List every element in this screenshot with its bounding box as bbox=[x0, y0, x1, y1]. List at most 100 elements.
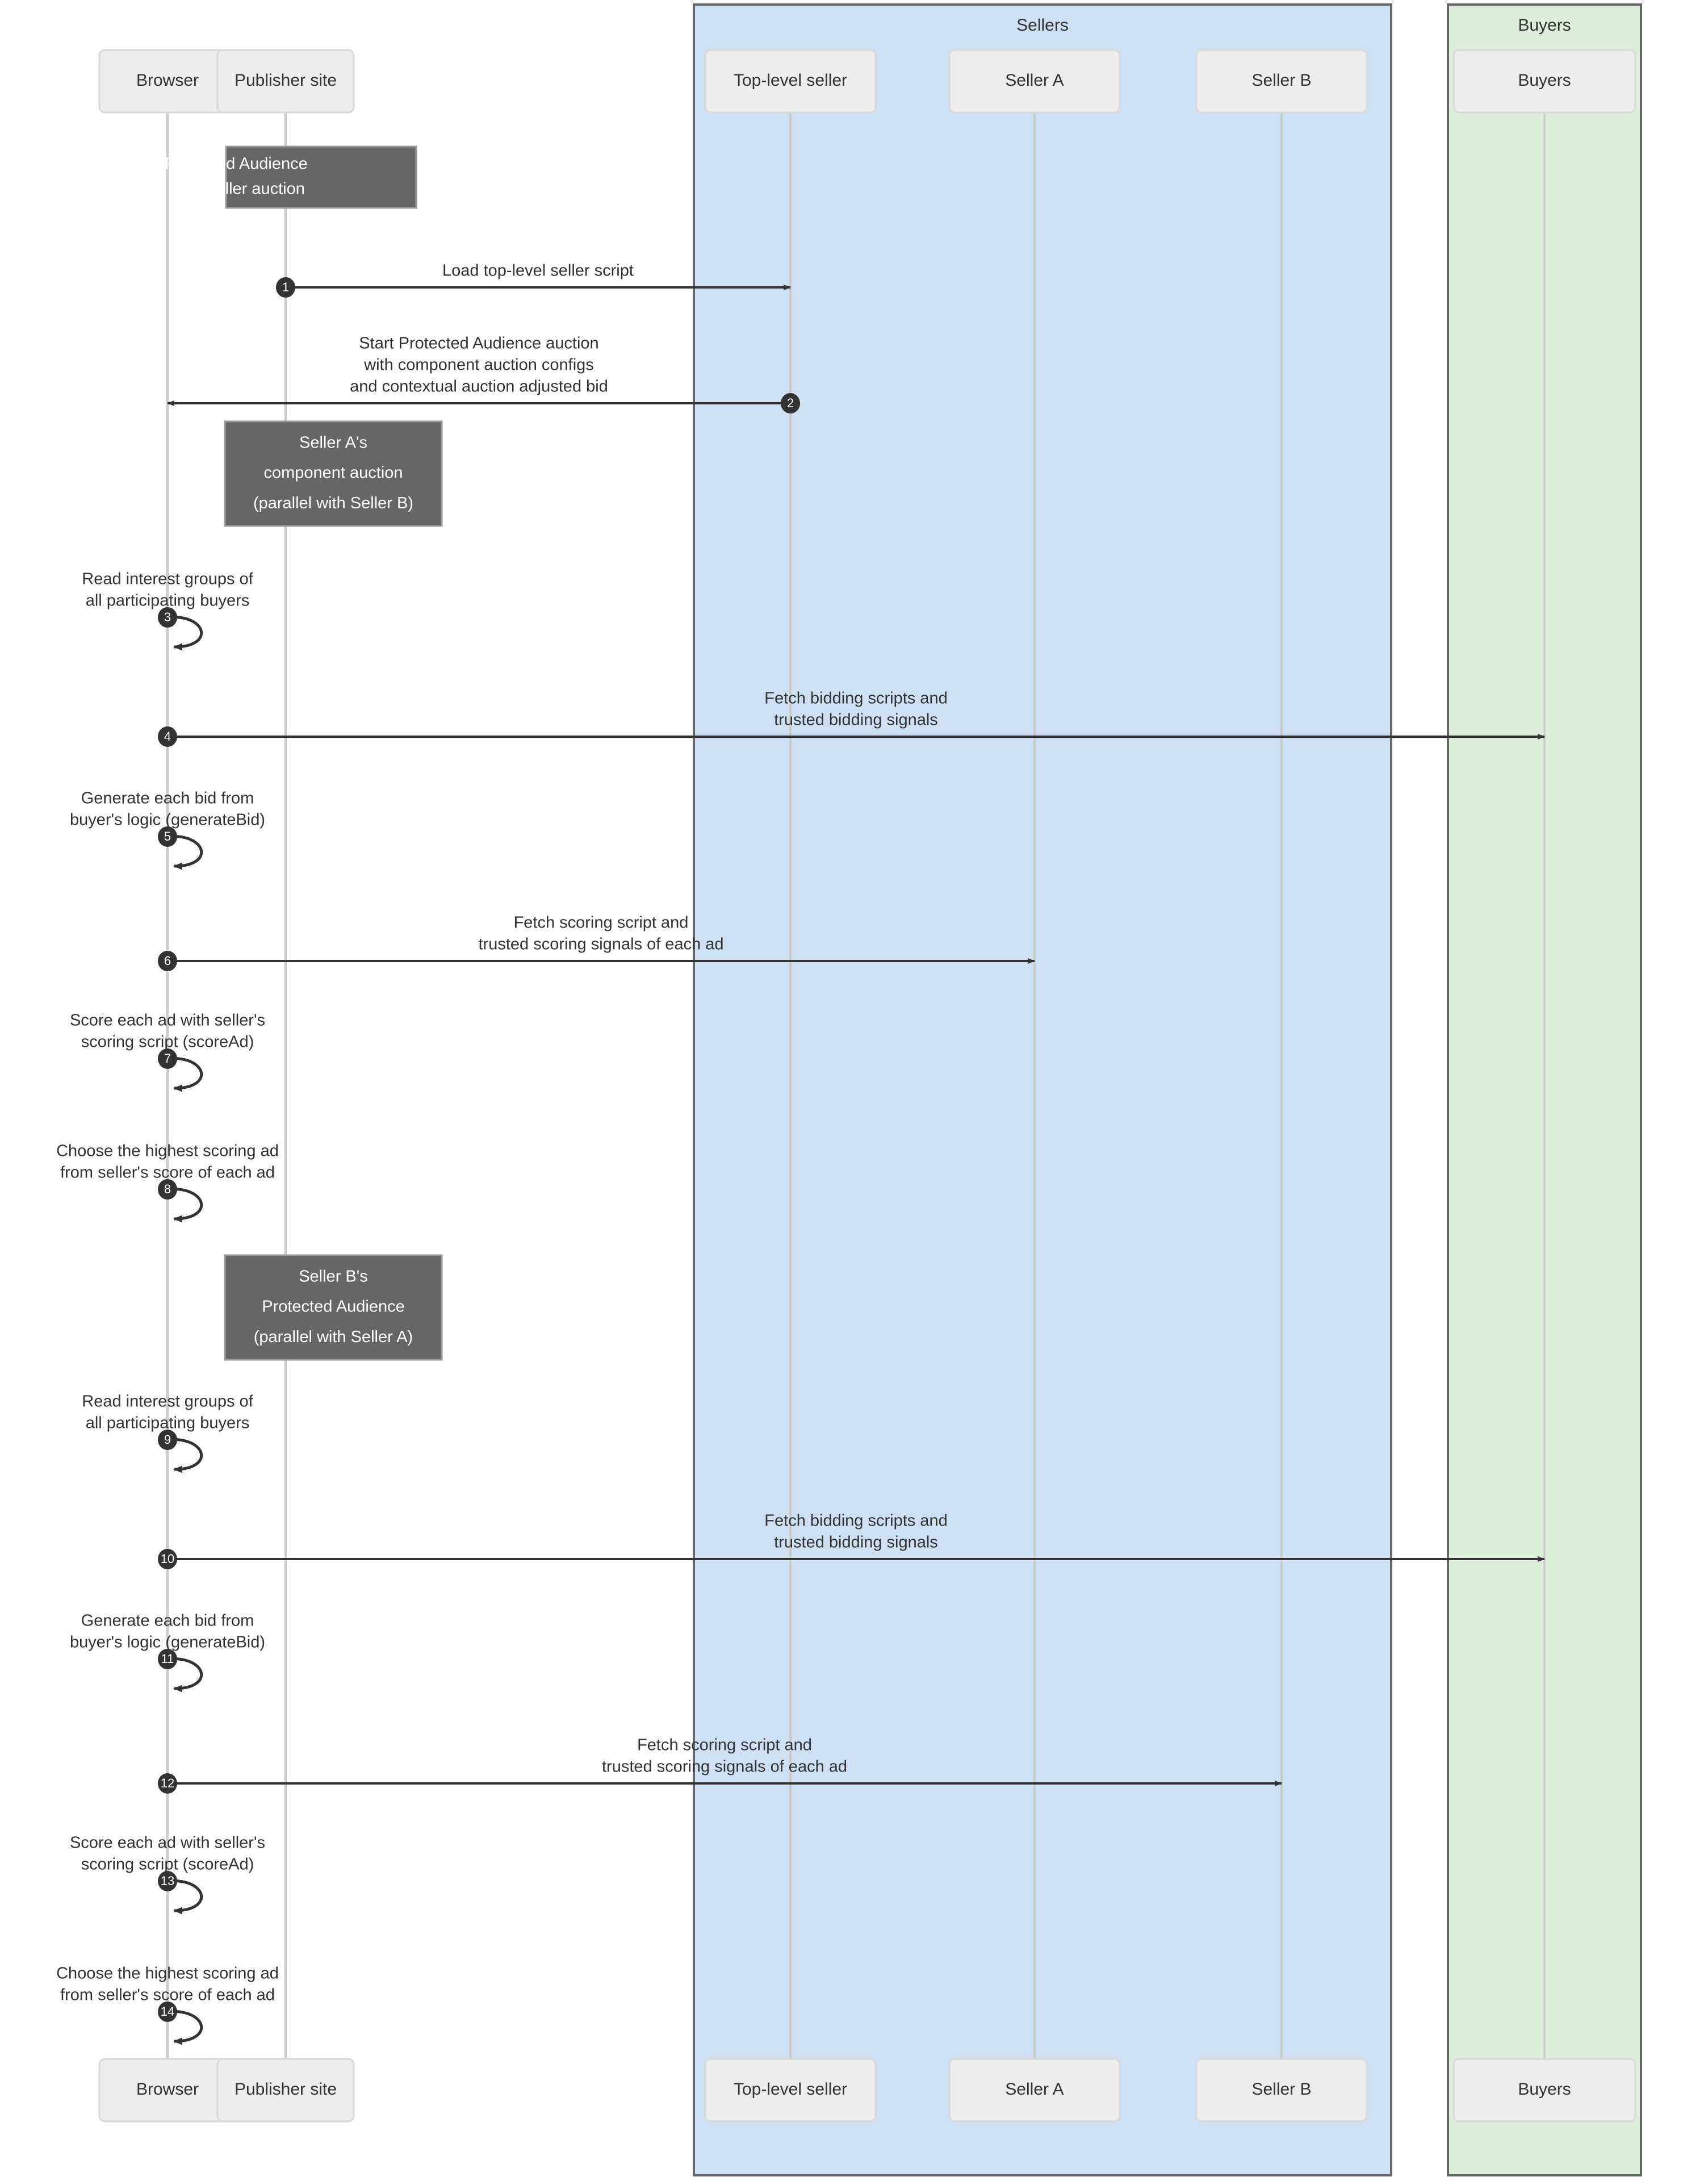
actor-box-toplevel[interactable] bbox=[704, 2058, 877, 2122]
sequence-number-11: 11 bbox=[161, 1652, 174, 1666]
message-7: Score each ad with seller's scoring scrip… bbox=[70, 1012, 265, 1092]
actor-headers: Browser Publisher site Top-level seller Sel… bbox=[98, 49, 1636, 114]
actor-box-buyers[interactable] bbox=[1452, 49, 1636, 114]
message-label-11: buyer's logic (generateBid) bbox=[70, 1633, 265, 1652]
actor-box-sellerb[interactable] bbox=[1195, 2058, 1368, 2122]
actor-label-toplevel: Top-level seller bbox=[734, 71, 847, 90]
message-13: Score each ad with seller's scoring scrip… bbox=[70, 1834, 265, 1915]
actor-header-browser[interactable]: Browser bbox=[98, 49, 237, 114]
message-label-2: with component auction configs bbox=[363, 356, 594, 374]
actor-box-publisher[interactable] bbox=[216, 49, 355, 114]
actor-footer-buyers[interactable]: Buyers bbox=[1452, 2058, 1636, 2122]
message-label-13: Score each ad with seller's bbox=[70, 1834, 265, 1852]
actor-box-sellera[interactable] bbox=[948, 2058, 1121, 2122]
actor-header-toplevel[interactable]: Top-level seller bbox=[704, 49, 877, 114]
self-message-loop-9 bbox=[167, 1438, 203, 1473]
sequence-badge-3 bbox=[158, 607, 177, 628]
sequence-number-5: 5 bbox=[164, 829, 171, 843]
message-9: Read interest groups of all participating… bbox=[82, 1393, 254, 1473]
actor-group-label-buyers: Buyers bbox=[1518, 16, 1571, 35]
actor-header-sellera[interactable]: Seller A bbox=[948, 49, 1121, 114]
note-seller-a-component-auction-line: component auction bbox=[263, 464, 403, 482]
message-label-7: scoring script (scoreAd) bbox=[81, 1033, 254, 1051]
note-seller-a-component-auction-line: Seller A's bbox=[299, 433, 367, 452]
self-message-loop-13 bbox=[167, 1879, 203, 1915]
actor-label-browser: Browser bbox=[136, 2080, 199, 2099]
sequence-badge-12 bbox=[158, 1773, 177, 1794]
note-seller-b-protected-audience-line: (parallel with Seller A) bbox=[254, 1328, 413, 1346]
sequence-badge-1 bbox=[276, 277, 295, 298]
actor-footer-toplevel[interactable]: Top-level seller bbox=[704, 2058, 877, 2122]
sequence-number-8: 8 bbox=[164, 1182, 171, 1196]
actor-label-sellera: Seller A bbox=[1005, 2080, 1064, 2099]
actor-box-publisher[interactable] bbox=[216, 2058, 355, 2122]
note-multi-seller-auction-box bbox=[225, 145, 417, 209]
actor-label-publisher: Publisher site bbox=[235, 71, 337, 90]
sequence-number-6: 6 bbox=[164, 954, 171, 968]
actor-label-browser: Browser bbox=[136, 71, 199, 90]
message-label-7: Score each ad with seller's bbox=[70, 1012, 265, 1030]
actor-header-buyers[interactable]: Buyers bbox=[1452, 49, 1636, 114]
sequence-badge-8 bbox=[158, 1179, 177, 1200]
sequence-badge-4 bbox=[158, 726, 177, 747]
actor-box-toplevel[interactable] bbox=[704, 49, 877, 114]
message-label-10: Fetch bidding scripts and bbox=[764, 1512, 947, 1530]
sequence-badge-6 bbox=[158, 951, 177, 971]
self-message-loop-7 bbox=[167, 1057, 203, 1092]
sequence-badge-5 bbox=[158, 826, 177, 847]
actor-footer-sellera[interactable]: Seller A bbox=[948, 2058, 1121, 2122]
message-label-12: trusted scoring signals of each ad bbox=[602, 1758, 847, 1776]
message-2: Start Protected Audience auction with com… bbox=[167, 335, 800, 413]
message-label-9: Read interest groups of bbox=[82, 1393, 253, 1411]
message-label-10: trusted bidding signals bbox=[774, 1534, 938, 1552]
message-label-2: Start Protected Audience auction bbox=[359, 335, 598, 353]
sequence-badge-10 bbox=[158, 1549, 177, 1569]
actor-footer-sellerb[interactable]: Seller B bbox=[1195, 2058, 1368, 2122]
sequence-number-4: 4 bbox=[164, 729, 171, 743]
actor-group-label-sellers: Sellers bbox=[1016, 16, 1069, 35]
sequence-badge-13 bbox=[158, 1871, 177, 1891]
actor-header-sellerb[interactable]: Seller B bbox=[1195, 49, 1368, 114]
sequence-number-14: 14 bbox=[161, 2004, 174, 2019]
actor-footer-publisher[interactable]: Publisher site bbox=[216, 2058, 355, 2122]
actor-box-sellerb[interactable] bbox=[1195, 49, 1368, 114]
actor-label-sellerb: Seller B bbox=[1251, 2080, 1311, 2099]
message-label-14: from seller's score of each ad bbox=[60, 1986, 275, 2004]
sequence-number-3: 3 bbox=[164, 610, 171, 624]
sequence-badge-11 bbox=[158, 1649, 177, 1669]
actor-group-sellers bbox=[693, 3, 1392, 2176]
note-seller-a-component-auction-box bbox=[224, 420, 443, 527]
actor-box-sellera[interactable] bbox=[948, 49, 1121, 114]
sequence-number-7: 7 bbox=[164, 1051, 171, 1066]
message-label-9: all participating buyers bbox=[86, 1414, 250, 1432]
self-message-loop-8 bbox=[167, 1188, 203, 1223]
message-label-6: Fetch scoring script and bbox=[514, 914, 689, 932]
message-label-3: all participating buyers bbox=[86, 592, 250, 610]
note-multi-seller-auction-line: Protected Audience bbox=[165, 155, 308, 173]
actor-footer-browser[interactable]: Browser bbox=[98, 2058, 237, 2122]
message-label-14: Choose the highest scoring ad bbox=[56, 1965, 279, 1983]
message-label-5: buyer's logic (generateBid) bbox=[70, 811, 265, 829]
sequence-number-2: 2 bbox=[787, 396, 794, 410]
note-seller-b-protected-audience-box bbox=[224, 1254, 443, 1361]
message-label-13: scoring script (scoreAd) bbox=[81, 1856, 254, 1874]
sequence-badge-2 bbox=[781, 393, 800, 413]
message-label-4: trusted bidding signals bbox=[774, 711, 938, 729]
sequence-number-1: 1 bbox=[282, 280, 289, 294]
message-label-8: Choose the highest scoring ad bbox=[56, 1142, 279, 1160]
sequence-badge-7 bbox=[158, 1048, 177, 1069]
actor-label-buyers: Buyers bbox=[1518, 2080, 1571, 2099]
actor-box-buyers[interactable] bbox=[1452, 2058, 1636, 2122]
actor-header-publisher[interactable]: Publisher site bbox=[216, 49, 355, 114]
